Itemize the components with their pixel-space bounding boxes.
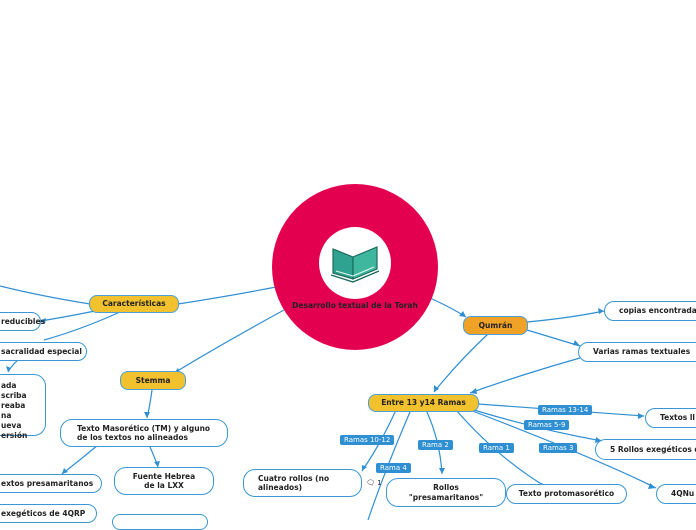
relationship-label[interactable]: Ramas 13-14	[538, 405, 593, 415]
node-copias-encontradas[interactable]: copias encontradas	[604, 301, 696, 321]
node-irreducibles[interactable]: reducibles	[0, 312, 45, 331]
comment-icon: 🗨	[366, 479, 375, 487]
fixed-line: ada	[1, 381, 17, 390]
node-texto-protomasoretico[interactable]: Texto protomasorético	[506, 484, 627, 504]
relationship-label[interactable]: Ramas 5-9	[524, 420, 570, 430]
comment-count: 1	[377, 479, 382, 487]
node-rollos-presamaritanos[interactable]: Rollos "presamaritanos"	[386, 478, 506, 507]
topic-entre-13-14-ramas[interactable]: Entre 13 y14 Ramas	[368, 394, 479, 412]
node-4qnu[interactable]: 4QNu	[656, 484, 696, 504]
relationship-label[interactable]: Rama 2	[418, 440, 453, 450]
relationship-label[interactable]: Ramas 3	[539, 443, 578, 453]
central-topic-title: Desarrollo textual de la Torah	[292, 301, 418, 310]
node-varias-ramas[interactable]: Varias ramas textuales	[578, 342, 696, 362]
node-texto-masoretico[interactable]: Texto Masorético (TM) y alguno de los te…	[60, 419, 228, 447]
relationship-label[interactable]: Ramas 10-12	[340, 435, 395, 445]
topic-qumran[interactable]: Qumrán	[463, 316, 528, 335]
fixed-line: ueva	[1, 421, 22, 430]
node-cuatro-rollos[interactable]: Cuatro rollos (no alineados)	[243, 469, 362, 497]
node-textos-presamaritanos[interactable]: extos presamaritanos	[0, 474, 102, 493]
node-fixed-text[interactable]: ada scriba reaba na ueva ersión	[0, 374, 46, 440]
comment-indicator[interactable]: 🗨 1	[366, 479, 382, 487]
node-textos[interactable]: Textos ll	[645, 408, 696, 428]
open-book-icon	[319, 227, 391, 299]
node-sacralidad-especial[interactable]: sacralidad especial	[0, 342, 87, 361]
fixed-line: scriba	[1, 391, 27, 400]
node-stemma-extra[interactable]	[112, 514, 208, 530]
relationship-label[interactable]: Rama 4	[376, 463, 411, 473]
fixed-line: ersión	[1, 431, 28, 440]
topic-caracteristicas[interactable]: Características	[89, 295, 179, 313]
node-exegeticos-4qrp[interactable]: exegéticos de 4QRP	[0, 504, 97, 523]
relationship-label[interactable]: Rama 1	[479, 443, 514, 453]
fixed-line: na	[1, 411, 12, 420]
topic-stemma[interactable]: Stemma	[120, 371, 186, 390]
node-5-rollos-exegeticos[interactable]: 5 Rollos exegéticos de	[595, 439, 696, 460]
fixed-line: reaba	[1, 401, 26, 410]
node-fuente-hebrea-lxx[interactable]: Fuente Hebrea de la LXX	[114, 467, 214, 495]
